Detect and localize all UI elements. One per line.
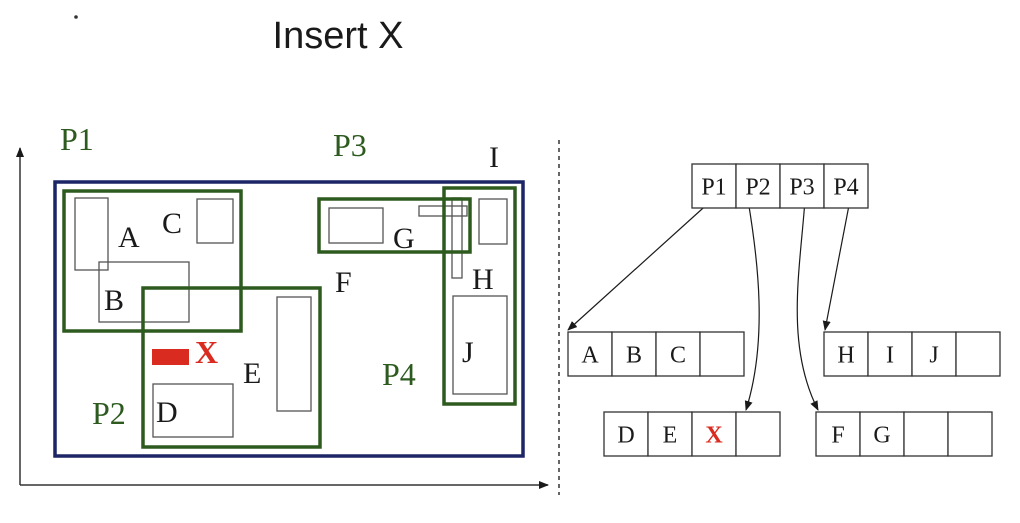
object-label-j: J <box>462 336 474 369</box>
leaf-p1-cell-1 <box>611 331 657 377</box>
object-rectangles <box>74 197 508 438</box>
tree-root-node: P1 P2 P3 P4 <box>691 163 869 209</box>
region-label-p2: P2 <box>92 395 126 431</box>
object-e-rect <box>276 296 312 412</box>
leaf-p4-cell-0 <box>823 331 869 377</box>
leaf-p1-cell-label-2: C <box>670 342 686 368</box>
object-g-rect <box>328 207 384 244</box>
leaf-p3-cell-2 <box>903 411 949 457</box>
object-label-b: B <box>104 284 124 317</box>
leaf-p3-cell-1 <box>859 411 905 457</box>
object-a-rect <box>74 197 109 271</box>
inserted-x-rect <box>152 349 189 365</box>
leaf-p1-cell-label-1: B <box>626 342 642 368</box>
leaf-p1-cell-label-0: A <box>581 342 599 368</box>
leaf-p1-cell-2 <box>655 331 701 377</box>
root-cell-label-3: P4 <box>833 174 858 200</box>
leaf-p2-cell-0 <box>603 411 649 457</box>
region-label-p4: P4 <box>382 356 416 392</box>
leaf-p3-cell-3 <box>947 411 993 457</box>
pointer-p4 <box>822 199 851 331</box>
object-label-a: A <box>118 221 140 254</box>
object-label-h: H <box>472 263 494 296</box>
object-h-rect <box>451 197 463 279</box>
object-i-rect <box>478 198 508 245</box>
object-d-rect <box>152 383 234 438</box>
leaf-p2-cell-1 <box>647 411 693 457</box>
page-title: Insert X <box>273 15 404 57</box>
leaf-p4-cell-label-2: J <box>929 342 938 368</box>
pointer-p2 <box>744 199 760 411</box>
leaf-p2-cell-label-0: D <box>617 422 634 448</box>
object-label-f: F <box>335 266 352 299</box>
leaf-p4-cell-3 <box>955 331 1001 377</box>
tree-pointers <box>567 199 851 411</box>
partition-p4-box <box>442 186 517 406</box>
leaf-p2-cell-label-1: E <box>663 422 678 448</box>
leaf-p3-cell-label-1: G <box>873 422 890 448</box>
pointer-p3 <box>796 199 819 411</box>
object-label-i: I <box>489 141 499 174</box>
root-cell-2 <box>779 163 825 209</box>
root-bounding-box <box>53 180 525 458</box>
leaf-p2-cell-label-2: X <box>705 422 723 448</box>
object-label-c: C <box>162 207 182 240</box>
region-label-p3: P3 <box>333 127 367 163</box>
root-cell-label-0: P1 <box>701 174 726 200</box>
root-cell-label-1: P2 <box>745 174 770 200</box>
object-c-rect <box>196 198 234 244</box>
pointer-p1 <box>567 199 713 331</box>
object-j-rect <box>452 295 508 395</box>
object-label-g: G <box>393 222 415 255</box>
leaf-p3-cell-label-0: F <box>831 422 844 448</box>
tree-leaf-p4: H I J <box>823 331 1001 377</box>
partition-p3-box <box>317 197 472 254</box>
leaf-p4-cell-1 <box>867 331 913 377</box>
root-cell-1 <box>735 163 781 209</box>
inserted-x-label: X <box>195 334 218 370</box>
partition-p2-box <box>141 286 322 449</box>
leaf-p2-cell-3 <box>735 411 781 457</box>
root-cell-3 <box>823 163 869 209</box>
tree-leaf-p1: A B C <box>567 331 745 377</box>
leaf-p4-cell-2 <box>911 331 957 377</box>
partition-p1-box <box>62 189 243 333</box>
root-cell-label-2: P3 <box>789 174 814 200</box>
region-label-p1: P1 <box>60 121 94 157</box>
partition-boxes <box>62 186 517 449</box>
leaf-p1-cell-0 <box>567 331 613 377</box>
leaf-p4-cell-label-1: I <box>886 342 894 368</box>
object-label-e: E <box>243 357 261 390</box>
stray-dot <box>74 15 78 19</box>
object-label-d: D <box>156 396 178 429</box>
leaf-p1-cell-3 <box>699 331 745 377</box>
leaf-p4-cell-label-0: H <box>837 342 854 368</box>
